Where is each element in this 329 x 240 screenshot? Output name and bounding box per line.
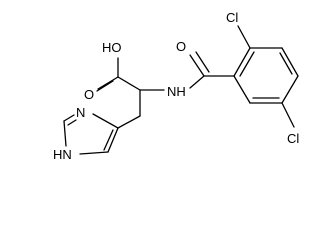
bond-ring-c1-c2-inner — [239, 51, 255, 77]
bond-im-c2-n3-double — [67, 119, 77, 126]
imidazole-n3-label: N — [76, 105, 85, 120]
bond-im-n3-c4 — [92, 113, 119, 129]
bond-im-c5-n1 — [79, 151, 109, 155]
bond-ring-c6-c1 — [233, 75, 251, 104]
bond-acid-c-o-double — [96, 80, 114, 92]
hydroxyl-label: HO — [102, 40, 122, 55]
amide-oxygen-label: O — [176, 39, 186, 54]
bond-im-c4-c5-double — [103, 129, 114, 151]
bond-acid-c-alpha — [117, 76, 141, 91]
bond-carbonyl-o — [189, 54, 205, 77]
carboxyl-oxygen-label: O — [84, 87, 94, 102]
chlorine-bottom-label: Cl — [287, 131, 299, 146]
atom-labels: HO O NH O Cl Cl N HN — [53, 10, 299, 162]
chemical-structure: HO O NH O Cl Cl N HN — [53, 10, 299, 162]
imidazole-n1h-label: HN — [53, 147, 72, 162]
bond-acid-c-o — [97, 76, 119, 90]
bond-nh-carbonyl — [189, 75, 205, 89]
bond-im-n1-c2 — [63, 120, 67, 147]
bond-carbonyl-o-double — [195, 51, 210, 73]
bond-ring-cl-top — [237, 25, 251, 49]
bond-ring-c3-c4 — [281, 47, 299, 77]
bonds — [63, 25, 299, 155]
bond-ring-c3-c4-inner — [279, 52, 293, 75]
amide-nitrogen-label: NH — [167, 84, 186, 99]
bond-im-c2-n3 — [63, 114, 75, 122]
bond-ch2-imidazole — [117, 115, 141, 129]
bond-im-c4-c5 — [107, 127, 119, 153]
bond-ring-c4-c5 — [281, 75, 299, 104]
bond-ring-cl-bottom — [281, 102, 295, 128]
bond-ring-c1-c2 — [233, 47, 251, 77]
chlorine-top-label: Cl — [226, 10, 238, 25]
